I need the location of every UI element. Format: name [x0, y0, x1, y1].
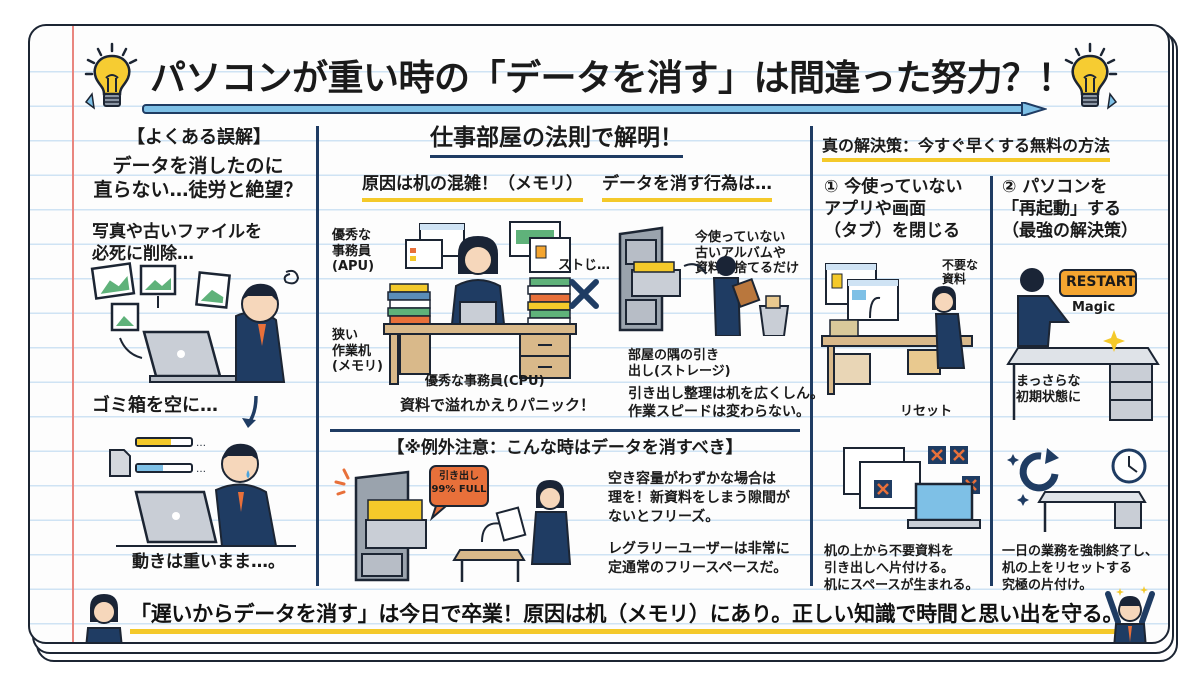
misconception-heading: データを消したのに 直らない…徒労と絶望？	[93, 155, 303, 202]
solution-item1-caption: 机の上から不要資料を 引き出しへ片付ける。 机にスペースが生まれる。	[824, 544, 979, 593]
restart-button	[1059, 269, 1137, 297]
small-table-icon	[452, 549, 526, 582]
column-divider	[990, 176, 993, 586]
sparkle-icon	[1103, 330, 1125, 352]
sparkle-icon	[1007, 454, 1029, 506]
column-divider	[316, 126, 319, 586]
binder-stack-icon	[527, 277, 571, 327]
desk-icon	[383, 323, 577, 385]
notebook-page: パソコンが重い時の「データを消す」は間違った努力？！ 【よくある誤解】 データを…	[28, 24, 1170, 644]
man-throwing-icon	[712, 256, 761, 336]
office-rule-heading: 仕事部屋の法則で解明！	[430, 124, 683, 159]
cause-heading: 原因は机の混雑！（メモリ）	[362, 174, 583, 202]
crowded-desk-illustration	[383, 221, 577, 385]
section-divider	[330, 429, 800, 432]
solution-item2-heading: ② パソコンを 「再起動」する （最強の解決策）	[1002, 177, 1138, 242]
cheering-man-icon	[1105, 586, 1155, 642]
filing-cabinet-icon	[618, 226, 681, 332]
label-storage: 部屋の隅の引き 出し(ストレージ)	[628, 348, 731, 379]
margin-line	[72, 26, 74, 642]
laptop-icon	[116, 490, 296, 547]
label-cpu: 優秀な事務員(CPU)	[425, 374, 545, 389]
browser-window-icon	[405, 223, 465, 269]
reset-desk-illustration	[1007, 448, 1147, 532]
close-apps-illustration	[821, 263, 973, 395]
page-title: パソコンが重い時の「データを消す」は間違った努力？！	[150, 58, 1074, 99]
laptop-icon	[907, 482, 981, 529]
trash-can-icon	[758, 295, 790, 336]
close-icon	[874, 446, 980, 498]
photo-icon	[110, 302, 140, 332]
restart-button-label[interactable]: RESTART	[1066, 274, 1136, 290]
svg-text:…: …	[196, 464, 206, 475]
misconception-tag: 【よくある誤解】	[127, 127, 271, 148]
crying-man-icon	[214, 443, 278, 547]
footer-message: 「遅いからデータを消す」は今日で卒業！原因は机（メモリ）にあり。正しい知識で時間…	[130, 598, 1123, 634]
photo-icon	[195, 271, 231, 309]
separator-label: ストじ…	[558, 258, 611, 273]
lightbulb-icon	[84, 42, 138, 110]
label-desk: 狭い 作業机 (メモリ)	[332, 328, 383, 375]
misconception-step1: 写真や古いファイルを 必死に削除…	[92, 222, 262, 264]
lightbulb-icon	[1064, 42, 1118, 110]
laptop-icon	[142, 330, 251, 383]
storage-cabinet-illustration	[618, 226, 790, 336]
progress-bar-icon: …	[135, 437, 206, 449]
exception-heading: 【※例外注意：こんな時はデータを消すべき】	[387, 438, 743, 458]
drawer-full-bubble: 引き出し 99% FULL	[431, 471, 487, 495]
browser-window-icon	[843, 447, 921, 509]
exception-text-2: レグラリーユーザーは非常に 定通常のフリースペースだ。	[608, 541, 790, 576]
file-icon	[109, 449, 131, 477]
man-pointing-icon	[1017, 268, 1071, 347]
column-divider	[810, 126, 813, 586]
exception-text-1: 空き容量がわずかな場合は 理を！新資料をしまう隙間が ないとフリーズ。	[608, 471, 790, 525]
deleting-photos-illustration	[90, 262, 300, 383]
worker-woman-icon	[530, 480, 572, 565]
document-icon	[495, 506, 527, 542]
browser-window-icon	[509, 221, 571, 273]
label-reset: リセット	[900, 404, 953, 419]
deleting-heading: データを消す行為は…	[602, 174, 772, 202]
worker-woman-icon	[932, 286, 966, 369]
photo-icon	[139, 264, 177, 296]
binder-stack-icon	[387, 283, 431, 325]
label-unneeded-materials: 不要な 資料	[942, 258, 979, 287]
photo-icon	[90, 262, 136, 300]
label-clean-state: まっさらな 初期状態に	[1016, 374, 1082, 406]
speech-bubble	[429, 465, 489, 522]
refresh-icon	[1019, 448, 1059, 492]
restart-illustration	[1006, 268, 1160, 421]
magic-label: Magic	[1072, 300, 1116, 315]
alert-burst-icon	[334, 468, 350, 496]
pointing-woman-icon	[85, 594, 123, 642]
filing-cabinet-icon	[354, 470, 427, 582]
closing-windows-illustration	[843, 446, 981, 529]
cross-icon	[569, 279, 599, 309]
worker-woman-icon	[450, 236, 506, 325]
full-drawer-illustration	[334, 465, 572, 582]
clock-icon	[1111, 448, 1147, 484]
misconception-step2: ゴミ箱を空に…	[92, 395, 218, 416]
browser-window-icon	[825, 263, 899, 321]
cause-caption: 資料で溢れかえりパニック！	[400, 396, 596, 414]
progress-bar-icon: …	[135, 463, 206, 475]
long-arrow-right-icon	[142, 102, 1047, 116]
stressed-man-icon	[235, 269, 300, 383]
solution-item2-caption: 一日の業務を強制終了し、 机の上をリセットする 究極の片付け。	[1002, 544, 1159, 593]
solution-heading: 真の解決策：今すぐ早くする無料の方法	[822, 136, 1111, 163]
desk-icon	[821, 319, 973, 395]
label-apu: 優秀な 事務員 (APU)	[332, 228, 375, 275]
svg-text:…: …	[196, 438, 206, 449]
frustrated-man-illustration: … …	[109, 437, 296, 547]
clean-desk-icon	[1037, 491, 1147, 532]
misconception-result: 動きは重いまま…。	[132, 552, 285, 572]
down-arrow-icon	[242, 395, 258, 428]
solution-item1-heading: ① 今使っていない アプリや画面 （タブ）を閉じる	[824, 177, 963, 242]
deleting-caption: 引き出し整理は机を広くしん。 作業スピードは変わらない。	[628, 386, 824, 420]
clean-desk-icon	[1006, 347, 1160, 421]
